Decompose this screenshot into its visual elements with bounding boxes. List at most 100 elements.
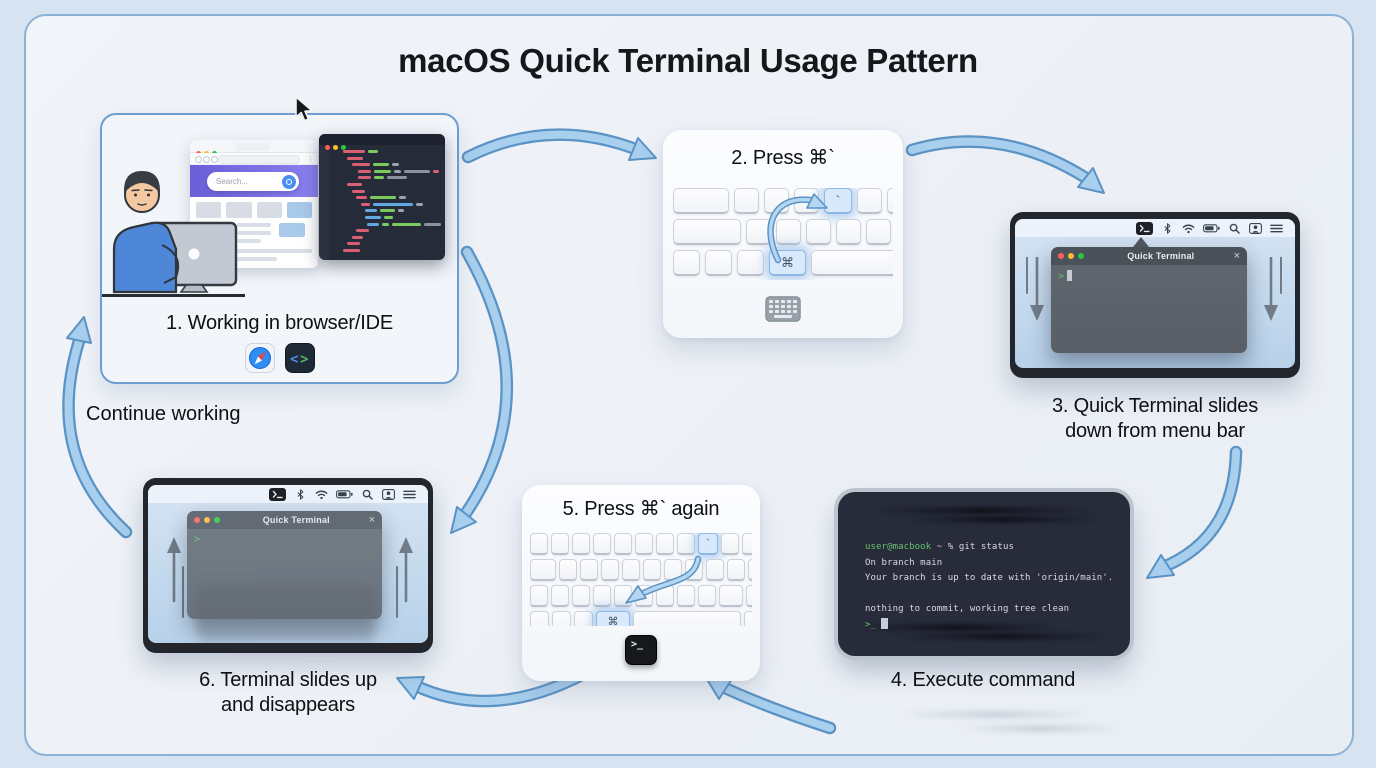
key[interactable]	[559, 559, 577, 581]
url-bar[interactable]	[218, 155, 300, 164]
zoom-traffic-light[interactable]	[214, 517, 220, 523]
key[interactable]	[530, 585, 548, 607]
back-icon[interactable]	[195, 156, 202, 163]
safari-icon[interactable]	[244, 343, 275, 373]
prompt: >	[1058, 271, 1065, 282]
key[interactable]	[530, 533, 548, 555]
key[interactable]	[622, 559, 640, 581]
key[interactable]	[580, 559, 598, 581]
search-button[interactable]	[282, 174, 296, 189]
key[interactable]	[719, 585, 743, 607]
zoom-traffic-light[interactable]	[1078, 253, 1084, 259]
key[interactable]	[746, 585, 752, 607]
window-notch	[1133, 237, 1149, 247]
key[interactable]	[530, 559, 556, 581]
battery-icon[interactable]	[1203, 223, 1220, 234]
minimize-traffic-light[interactable]	[204, 517, 210, 523]
step5-caption: 5. Press ⌘` again	[562, 498, 720, 520]
key[interactable]	[857, 188, 882, 214]
close-icon[interactable]: ×	[1233, 249, 1240, 262]
overflow-menu-icon[interactable]: ⋮	[307, 156, 314, 163]
key[interactable]	[677, 533, 695, 555]
key[interactable]	[643, 559, 661, 581]
search-icon[interactable]	[361, 489, 374, 500]
key[interactable]	[705, 250, 732, 276]
key[interactable]	[748, 559, 752, 581]
search-input[interactable]: Search...	[207, 172, 299, 191]
menu-icon[interactable]	[1270, 223, 1283, 234]
key[interactable]	[737, 250, 764, 276]
person-illustration	[112, 171, 238, 294]
key[interactable]	[552, 611, 571, 626]
close-traffic-light[interactable]	[194, 517, 200, 523]
key[interactable]	[664, 559, 682, 581]
key[interactable]	[673, 188, 729, 214]
key[interactable]	[685, 559, 703, 581]
key[interactable]	[806, 219, 831, 245]
spacebar-key[interactable]	[633, 611, 741, 626]
key[interactable]	[593, 585, 611, 607]
key[interactable]	[727, 559, 745, 581]
key[interactable]	[601, 559, 619, 581]
key[interactable]	[673, 219, 741, 245]
key[interactable]	[706, 559, 724, 581]
reload-icon[interactable]	[211, 156, 218, 163]
key[interactable]	[836, 219, 861, 245]
key[interactable]	[635, 533, 653, 555]
step3-screen: Quick Terminal × >	[1010, 212, 1300, 378]
key[interactable]	[764, 188, 789, 214]
forward-icon[interactable]	[203, 156, 210, 163]
ide-traffic-lights[interactable]	[325, 137, 349, 155]
backtick-key[interactable]: `	[824, 188, 852, 214]
key[interactable]	[593, 533, 611, 555]
spacebar-key[interactable]	[811, 250, 893, 276]
battery-icon[interactable]	[336, 489, 353, 500]
key[interactable]	[572, 533, 590, 555]
user-icon[interactable]	[1249, 223, 1262, 234]
terminal-menubar-icon[interactable]	[269, 487, 286, 501]
key[interactable]	[698, 585, 716, 607]
key[interactable]	[746, 219, 771, 245]
key[interactable]	[776, 219, 801, 245]
step1-caption: 1. Working in browser/IDE	[166, 312, 393, 334]
browser-tab[interactable]	[236, 143, 270, 151]
key[interactable]	[721, 533, 739, 555]
key[interactable]	[614, 533, 632, 555]
command-key[interactable]: ⌘	[596, 611, 630, 626]
key[interactable]	[572, 585, 590, 607]
bluetooth-icon[interactable]	[1161, 223, 1174, 234]
key[interactable]	[866, 219, 891, 245]
close-icon[interactable]: ×	[368, 513, 375, 526]
key[interactable]	[530, 611, 549, 626]
window-titlebar: Quick Terminal ×	[187, 511, 382, 529]
key[interactable]	[551, 585, 569, 607]
key[interactable]	[794, 188, 819, 214]
text-cursor	[881, 617, 889, 629]
terminal-menubar-icon[interactable]	[1136, 221, 1153, 235]
code-editor-icon[interactable]: < >	[284, 343, 315, 373]
key[interactable]	[744, 611, 752, 626]
key[interactable]	[656, 585, 674, 607]
key[interactable]	[656, 533, 674, 555]
key[interactable]	[677, 585, 695, 607]
close-traffic-light[interactable]	[1058, 253, 1064, 259]
key[interactable]	[574, 611, 593, 626]
bluetooth-icon[interactable]	[294, 489, 307, 500]
menu-icon[interactable]	[403, 489, 416, 500]
command-key[interactable]: ⌘	[769, 250, 806, 276]
key[interactable]	[551, 533, 569, 555]
key[interactable]	[635, 585, 653, 607]
key[interactable]	[742, 533, 752, 555]
step5-card: 5. Press ⌘` again ` ⌘ >_	[522, 485, 760, 681]
key[interactable]	[734, 188, 759, 214]
user-icon[interactable]	[382, 489, 395, 500]
step4-caption: 4. Execute command	[890, 669, 1076, 691]
key[interactable]	[673, 250, 700, 276]
wifi-icon[interactable]	[315, 489, 328, 500]
key[interactable]	[887, 188, 893, 214]
minimize-traffic-light[interactable]	[1068, 253, 1074, 259]
backtick-key[interactable]: `	[698, 533, 718, 555]
wifi-icon[interactable]	[1182, 223, 1195, 234]
key[interactable]	[614, 585, 632, 607]
search-icon[interactable]	[1228, 223, 1241, 234]
